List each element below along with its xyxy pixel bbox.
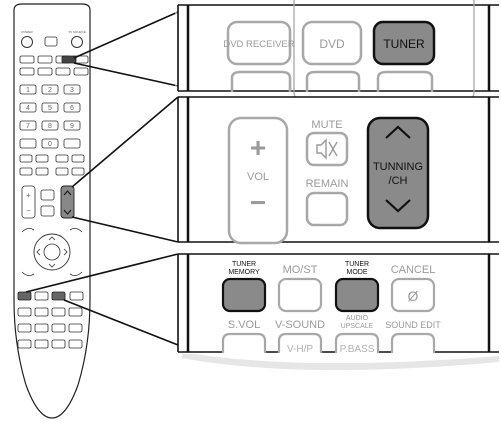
power-icon[interactable] <box>21 36 33 48</box>
volume-plus: + <box>250 132 266 163</box>
tuning-down-icon <box>385 199 411 213</box>
dvd-receiver-label: DVD RECEIVER <box>223 39 294 50</box>
volume-label: VOL <box>247 171 269 183</box>
mute-label: MUTE <box>311 119 342 131</box>
remote-navigation <box>21 228 83 276</box>
dvd-receiver-button[interactable] <box>226 20 292 66</box>
cancel-icon: Ø <box>408 288 419 304</box>
remote-tuner-memory-button[interactable] <box>17 291 32 301</box>
svol-label: S.VOL <box>228 319 260 331</box>
remote-power-label: POWER <box>21 30 33 34</box>
remote-remain-button[interactable] <box>40 205 55 217</box>
key-5[interactable]: 5 <box>48 105 52 112</box>
zoom-panel-volume-tuning: + VOL − MUTE REMAIN TUNNING /CH <box>177 96 499 245</box>
most-button[interactable] <box>277 277 323 313</box>
svol-button[interactable] <box>221 332 267 353</box>
audio-upscale-label-1: AUDIO <box>346 315 369 322</box>
cancel-button[interactable] <box>390 277 436 313</box>
callout-lines <box>25 11 179 346</box>
sound-edit-button[interactable] <box>390 332 436 353</box>
tuner-label: TUNER <box>383 37 425 51</box>
remote-tvsource-label: TV SOURCE <box>68 30 86 34</box>
tuner-memory-button[interactable] <box>221 277 267 313</box>
cancel-label: CANCEL <box>391 264 436 276</box>
key-0[interactable]: 0 <box>48 141 52 148</box>
remote-transport-buttons <box>19 154 85 176</box>
tuning-label-line1: TUNNING <box>373 161 423 173</box>
vsound-button[interactable] <box>277 332 323 353</box>
volume-button[interactable] <box>227 116 289 245</box>
volume-minus: − <box>250 187 266 218</box>
tuner-mode-button[interactable] <box>334 277 380 313</box>
remote-vol-button[interactable] <box>21 185 36 219</box>
remote-bottom-rows <box>17 291 84 349</box>
audio-upscale-button[interactable] <box>334 332 380 353</box>
remain-button[interactable] <box>305 191 349 227</box>
remote-tuner-button[interactable] <box>61 55 77 64</box>
tuner-memory-label-1: TUNER <box>232 261 256 268</box>
mute-button[interactable] <box>305 131 349 167</box>
vhp-label: V-H/P <box>287 344 313 355</box>
key-8[interactable]: 8 <box>48 123 52 130</box>
tuner-memory-label-2: MEMORY <box>228 269 260 276</box>
key-2[interactable]: 2 <box>48 87 52 94</box>
panel-shadow <box>182 352 499 371</box>
remote-control: POWER TV SOURCE 1 2 3 4 5 <box>13 3 91 419</box>
remote-tuner-mode-button[interactable] <box>51 291 66 301</box>
nav-ok-button[interactable] <box>43 243 61 261</box>
remote-function-row <box>19 55 89 76</box>
tv-source-icon[interactable] <box>71 36 83 48</box>
remote-keypad: 1 2 3 4 5 6 7 8 9 0 <box>19 84 81 149</box>
zoom-panel-tuner-functions: TUNER MEMORY MO/ST TUNER MODE CANCEL Ø S… <box>177 253 499 355</box>
tuning-channel-button[interactable] <box>366 116 430 230</box>
sound-edit-label: SOUND EDIT <box>385 320 441 330</box>
svg-text:−: − <box>26 206 31 215</box>
key-9[interactable]: 9 <box>70 123 74 130</box>
tuning-label-line2: /CH <box>389 175 408 187</box>
tuner-mode-label-1: TUNER <box>345 261 369 268</box>
most-label: MO/ST <box>283 264 318 276</box>
dvd-label: DVD <box>319 37 345 51</box>
audio-upscale-label-2: UPSCALE <box>341 323 374 330</box>
remain-label: REMAIN <box>306 178 349 190</box>
key-3[interactable]: 3 <box>70 87 74 94</box>
key-7[interactable]: 7 <box>26 123 30 130</box>
key-6[interactable]: 6 <box>70 105 74 112</box>
vsound-label: V-SOUND <box>275 319 325 331</box>
key-4[interactable]: 4 <box>26 105 30 112</box>
svg-text:+: + <box>26 191 31 200</box>
tuner-button[interactable] <box>372 20 436 66</box>
zoom-panel-source: DVD RECEIVER DVD TUNER <box>175 0 500 103</box>
key-1[interactable]: 1 <box>26 87 30 94</box>
tuning-up-icon <box>385 125 411 139</box>
dvd-button[interactable] <box>301 20 363 66</box>
remote-mute-button[interactable] <box>40 189 55 201</box>
pbass-label: P.BASS <box>340 344 375 355</box>
eject-button[interactable] <box>44 36 58 47</box>
tuner-mode-label-2: MODE <box>347 269 368 276</box>
mute-speaker-icon <box>316 138 338 160</box>
